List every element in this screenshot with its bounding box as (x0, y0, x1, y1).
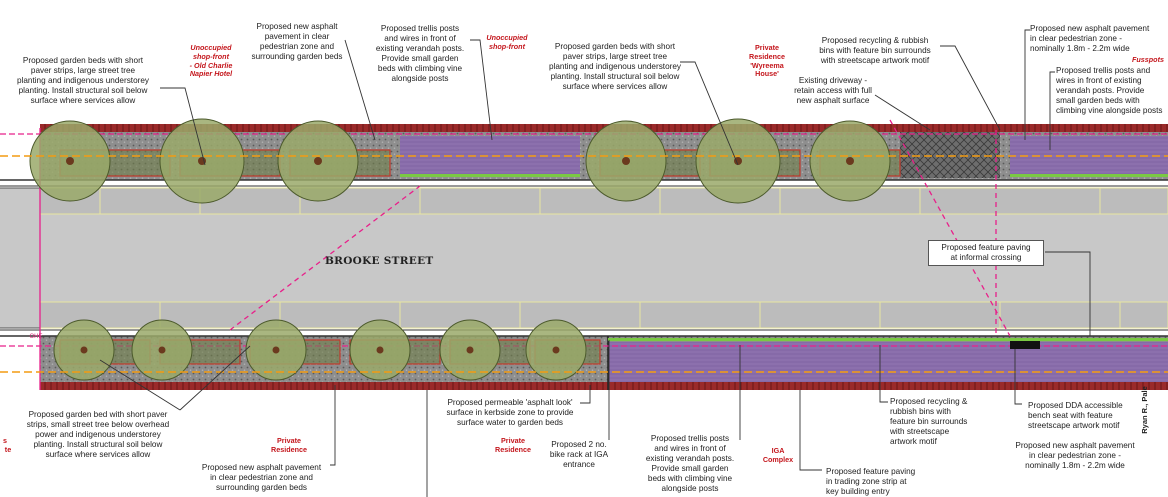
note-trellis-top: Proposed trellis posts and wires in fron… (375, 24, 465, 83)
label-unoccupied-shopfront: Unoccupied shop-front (486, 33, 528, 51)
label-edge-left-fragment: te (4, 445, 12, 454)
note-garden-beds-top-left: Proposed garden beds with short paver st… (16, 56, 149, 105)
note-permeable-surface: Proposed permeable 'asphalt look' surfac… (446, 398, 574, 427)
label-edge-right-vertical: Ryan R., Pale (1140, 386, 1149, 434)
note-dda-bench: Proposed DDA accessible bench seat with … (1028, 401, 1123, 430)
label-fusspots: Fusspots (1132, 55, 1164, 64)
note-recycling-bottom: Proposed recycling & rubbish bins with f… (890, 397, 968, 446)
parking-lane-south (39, 301, 1168, 329)
note-garden-beds-top-mid: Proposed garden beds with short paver st… (548, 42, 681, 91)
south-building-edge (40, 382, 1168, 390)
note-asphalt-top-right: Proposed new asphalt pavement in clear p… (1030, 24, 1150, 53)
note-recycling-top: Proposed recycling & rubbish bins with f… (819, 36, 931, 65)
note-garden-bed-bottom-left: Proposed garden bed with short paver str… (26, 410, 170, 459)
street-name-label: BROOKE STREET (325, 255, 434, 267)
label-wyreema-house: Private Residence 'Wyreema House' (749, 43, 785, 79)
label-edge-left-fragment-2: s (3, 436, 7, 445)
north-driveway (900, 132, 1000, 178)
south-trading-zone (608, 342, 1168, 382)
note-feature-paving-crossing: Proposed feature paving at informal cros… (928, 240, 1044, 266)
label-iga-complex: IGA Complex (762, 446, 794, 464)
north-trading-zone-1 (400, 136, 580, 176)
note-feature-paving-trading: Proposed feature paving in trading zone … (826, 467, 916, 496)
label-ohe: OHE (29, 334, 43, 340)
label-old-charlie-napier-hotel: Unoccupied shop-front - Old Charlie Napi… (189, 43, 233, 79)
dda-bench-seat (1010, 341, 1040, 349)
note-asphalt-bottom-right: Proposed new asphalt pavement in clear p… (1015, 441, 1135, 470)
note-trellis-top-right: Proposed trellis posts and wires in fron… (1056, 66, 1163, 115)
note-asphalt-bottom-left: Proposed new asphalt pavement in clear p… (201, 463, 322, 492)
note-bike-rack: Proposed 2 no. bike rack at IGA entrance (549, 440, 609, 469)
note-driveway: Existing driveway - retain access with f… (794, 76, 872, 105)
note-asphalt-top-left: Proposed new asphalt pavement in clear p… (251, 22, 343, 61)
note-trellis-bottom: Proposed trellis posts and wires in fron… (645, 434, 735, 493)
label-private-residence-2: Private Residence (495, 436, 531, 454)
tree-canopies-south (53, 319, 587, 381)
label-private-residence-1: Private Residence (271, 436, 307, 454)
